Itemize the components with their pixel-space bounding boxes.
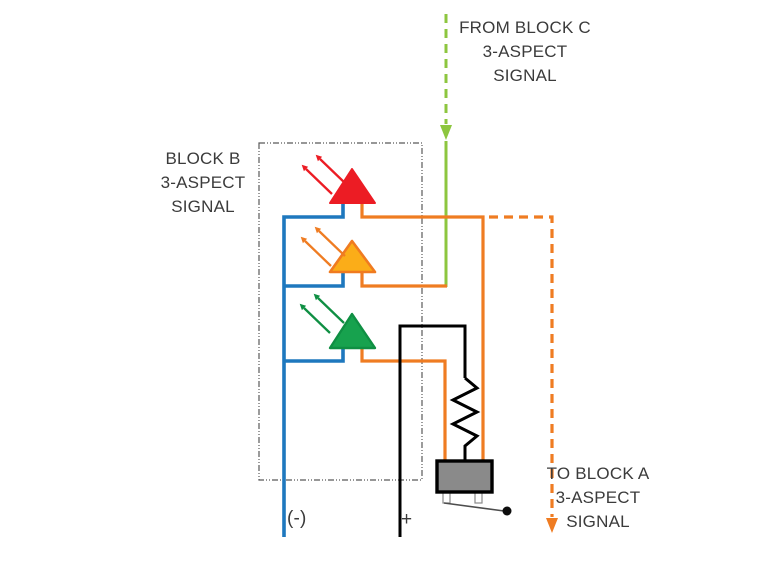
blue-branch-green-led	[284, 348, 345, 363]
block-b-boundary-box	[258, 142, 423, 481]
orange-wire-amber-led-to-block-c-feed	[360, 272, 447, 288]
green-led-light-arrow-1	[313, 293, 345, 324]
green-led	[328, 312, 377, 350]
orange-dashed-wire-to-block-a	[489, 215, 554, 517]
orange-wire-green-led-to-relay	[360, 348, 447, 461]
label-from-block-c: FROM BLOCK C 3-ASPECT SIGNAL	[459, 18, 591, 85]
blue-negative-bus-wire	[282, 203, 345, 537]
label-negative-terminal: (-)	[287, 508, 307, 529]
amber-led-light-arrow-2	[300, 236, 332, 267]
relay-lever-tip	[502, 506, 512, 516]
green-led-light-arrow-2	[299, 303, 331, 334]
orange-wire-red-led-to-relay	[360, 203, 485, 461]
black-positive-supply-wire	[398, 324, 467, 537]
red-led	[329, 168, 376, 204]
label-block-b: BLOCK B 3-ASPECT SIGNAL	[160, 149, 246, 216]
red-led-light-arrow-1	[315, 154, 347, 185]
amber-led-light-arrow-1	[314, 226, 346, 257]
resistor-zigzag	[449, 376, 481, 461]
red-led-light-arrow-2	[301, 164, 333, 195]
relay-body	[435, 459, 494, 494]
label-to-block-a: TO BLOCK A 3-ASPECT SIGNAL	[546, 464, 650, 531]
relay-lever	[443, 502, 505, 512]
amber-led	[328, 239, 377, 274]
green-arrowhead-from-block-c	[440, 125, 452, 140]
orange-arrowhead-to-block-a	[546, 518, 558, 533]
blue-branch-amber-led	[284, 272, 345, 288]
relay-switch	[435, 459, 512, 516]
label-positive-terminal: +	[401, 509, 413, 530]
